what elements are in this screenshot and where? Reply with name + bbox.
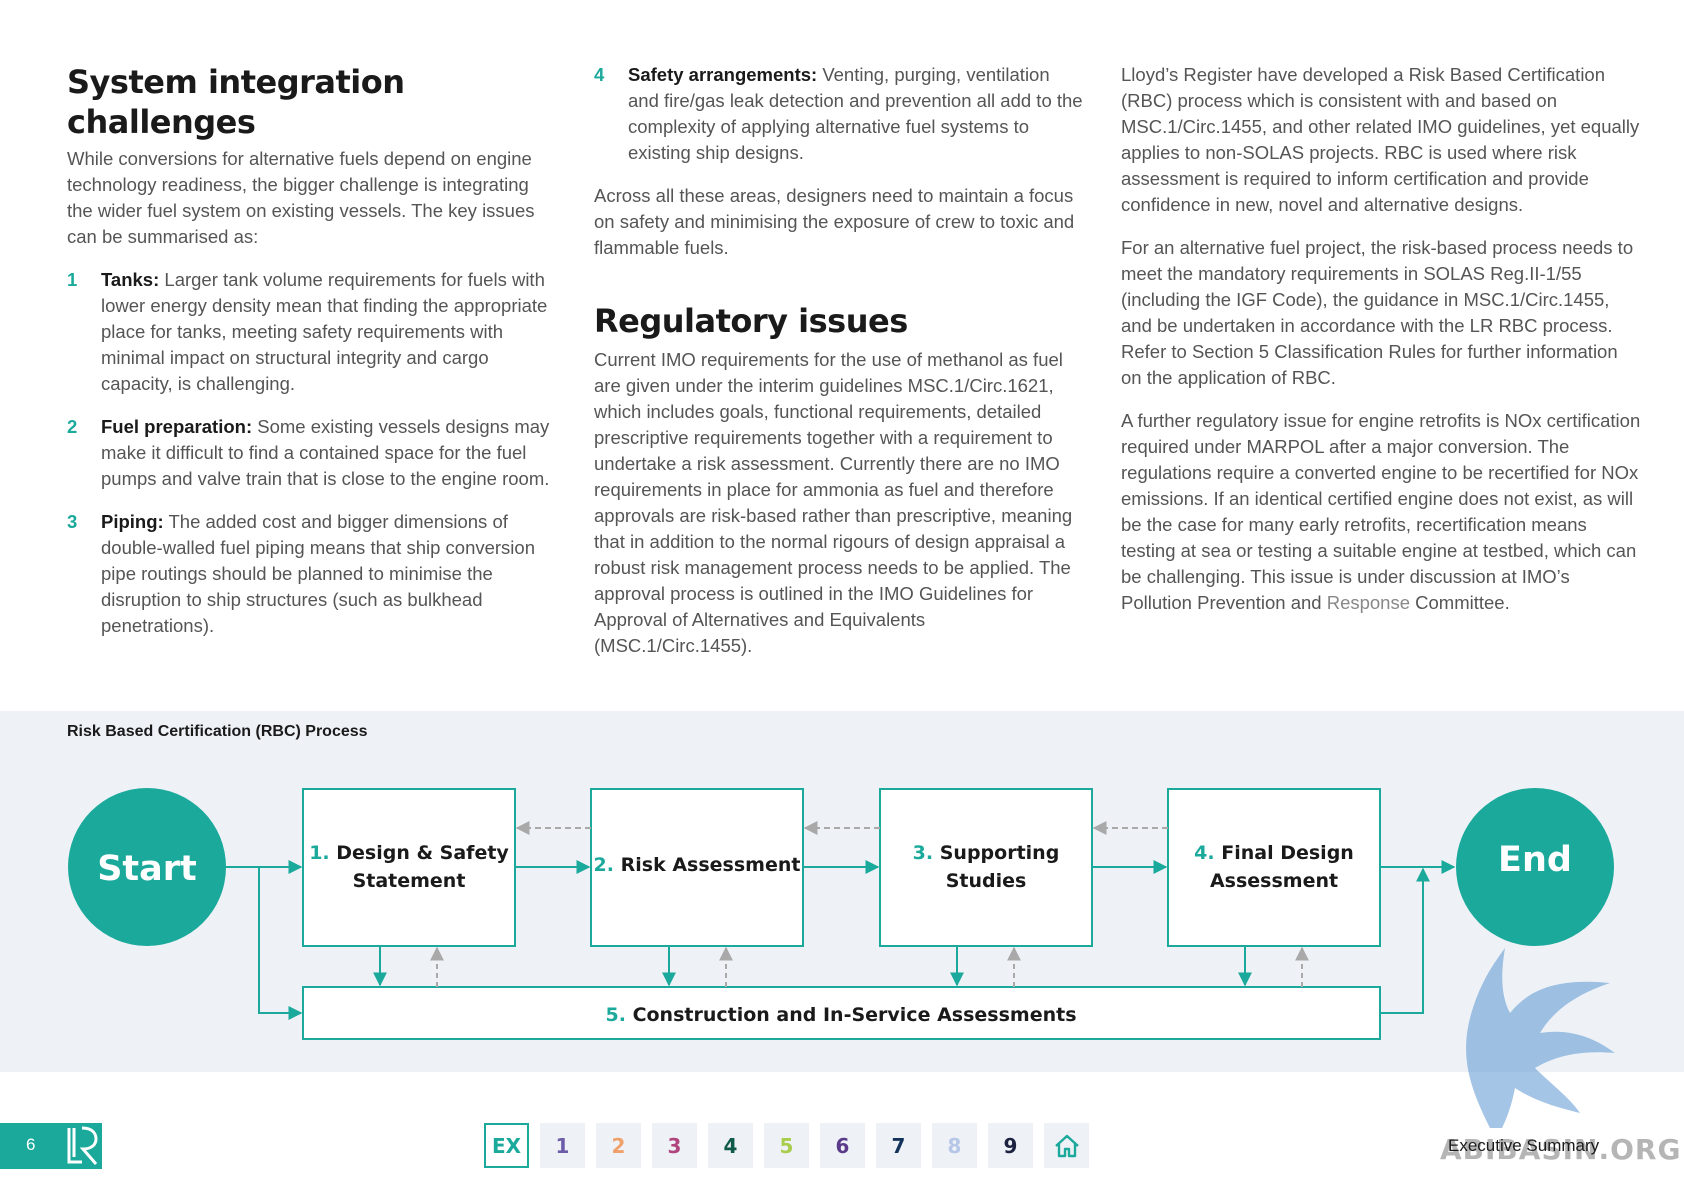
watermark-text: ABIBASIN.ORG — [1440, 1133, 1682, 1166]
end-node — [1456, 788, 1614, 946]
step-5-label: 5. Construction and In-Service Assessmen… — [605, 1004, 1076, 1026]
item-lead: Fuel preparation: — [101, 416, 253, 437]
nav-button-7[interactable]: 7 — [876, 1123, 921, 1168]
arrow-start-to-5 — [258, 867, 303, 1020]
step-box-4 — [1167, 788, 1381, 947]
step-4-line1: 4. Final Design — [1194, 842, 1354, 864]
list-item-fuel-preparation: 2 Fuel preparation: Some existing vessel… — [67, 414, 557, 492]
list-item-tanks: 1 Tanks: Larger tank volume requirements… — [67, 267, 557, 397]
column-2: 4 Safety arrangements: Venting, purging,… — [594, 62, 1084, 676]
nav-button-1[interactable]: 1 — [540, 1123, 585, 1168]
nox-text-a: A further regulatory issue for engine re… — [1121, 410, 1641, 613]
intro-paragraph: While conversions for alternative fuels … — [67, 148, 535, 247]
column-3: Lloyd’s Register have developed a Risk B… — [1121, 62, 1641, 633]
safety-focus-paragraph: Across all these areas, designers need t… — [594, 185, 1075, 258]
step-box-1 — [302, 788, 516, 947]
item-lead: Piping: — [101, 511, 164, 532]
start-label: Start — [97, 849, 197, 889]
end-label: End — [1498, 840, 1572, 880]
step-box-2 — [590, 788, 804, 947]
item-number: 4 — [594, 64, 605, 85]
column-1: System integration challenges While conv… — [67, 62, 557, 656]
item-text: Larger tank volume requirements for fuel… — [101, 269, 548, 394]
rbc-diagram-panel: Start End 1. Design & Safety Statement 2… — [0, 711, 1684, 1072]
item-text: The added cost and bigger dimensions of … — [101, 511, 535, 636]
chapter-navigation: EX 1 2 3 4 5 6 7 8 9 — [484, 1123, 1089, 1168]
step-2-line1: 2. Risk Assessment — [594, 854, 801, 876]
arrow-5-to-end — [1380, 867, 1430, 1014]
nav-button-ex[interactable]: EX — [484, 1123, 529, 1168]
item-number: 2 — [67, 416, 78, 437]
watermark-griffin-icon — [1466, 948, 1615, 1128]
item-text: Venting, purging, ventilation and fire/g… — [628, 64, 1083, 163]
list-item-piping: 3 Piping: The added cost and bigger dime… — [67, 509, 557, 639]
item-number: 1 — [67, 269, 78, 290]
regulatory-paragraph: Current IMO requirements for the use of … — [594, 349, 1073, 656]
nox-paragraph: A further regulatory issue for engine re… — [1121, 408, 1641, 616]
nav-button-home[interactable] — [1044, 1123, 1089, 1168]
rbc-intro-paragraph: Lloyd’s Register have developed a Risk B… — [1121, 64, 1640, 215]
nox-text-b: Committee. — [1410, 592, 1510, 613]
nox-text-muted: Response — [1326, 592, 1411, 613]
nav-button-8[interactable]: 8 — [932, 1123, 977, 1168]
step-box-3 — [879, 788, 1093, 947]
home-icon — [1054, 1134, 1079, 1157]
step-1-line1: 1. Design & Safety — [309, 842, 509, 864]
nav-button-2[interactable]: 2 — [596, 1123, 641, 1168]
section-title-regulatory: Regulatory issues — [594, 302, 908, 340]
list-item-safety-arrangements: 4 Safety arrangements: Venting, purging,… — [594, 62, 1084, 166]
nav-button-5[interactable]: 5 — [764, 1123, 809, 1168]
item-text: Some existing vessels designs may make i… — [101, 416, 550, 489]
start-node — [68, 788, 226, 946]
item-lead: Safety arrangements: — [628, 64, 818, 85]
diagram-title: Risk Based Certification (RBC) Process — [67, 723, 368, 740]
page-number-badge: 6 — [0, 1123, 102, 1169]
section-title-system-integration: System integration challenges — [67, 63, 405, 141]
rbc-flow-diagram: Start End 1. Design & Safety Statement 2… — [68, 788, 1614, 1040]
executive-summary-link[interactable]: Executive Summary — [1448, 1136, 1600, 1155]
item-number: 3 — [67, 511, 78, 532]
nav-button-9[interactable]: 9 — [988, 1123, 1033, 1168]
lr-logo-icon — [67, 1126, 98, 1165]
alt-fuel-paragraph: For an alternative fuel project, the ris… — [1121, 237, 1634, 388]
step-4-line2: Assessment — [1210, 870, 1338, 892]
nav-button-4[interactable]: 4 — [708, 1123, 753, 1168]
page-number: 6 — [26, 1135, 36, 1154]
step-3-line2: Studies — [946, 870, 1027, 892]
nav-button-6[interactable]: 6 — [820, 1123, 865, 1168]
step-3-line1: 3. Supporting — [913, 842, 1060, 864]
item-lead: Tanks: — [101, 269, 160, 290]
nav-button-3[interactable]: 3 — [652, 1123, 697, 1168]
step-1-line2: Statement — [353, 870, 466, 892]
